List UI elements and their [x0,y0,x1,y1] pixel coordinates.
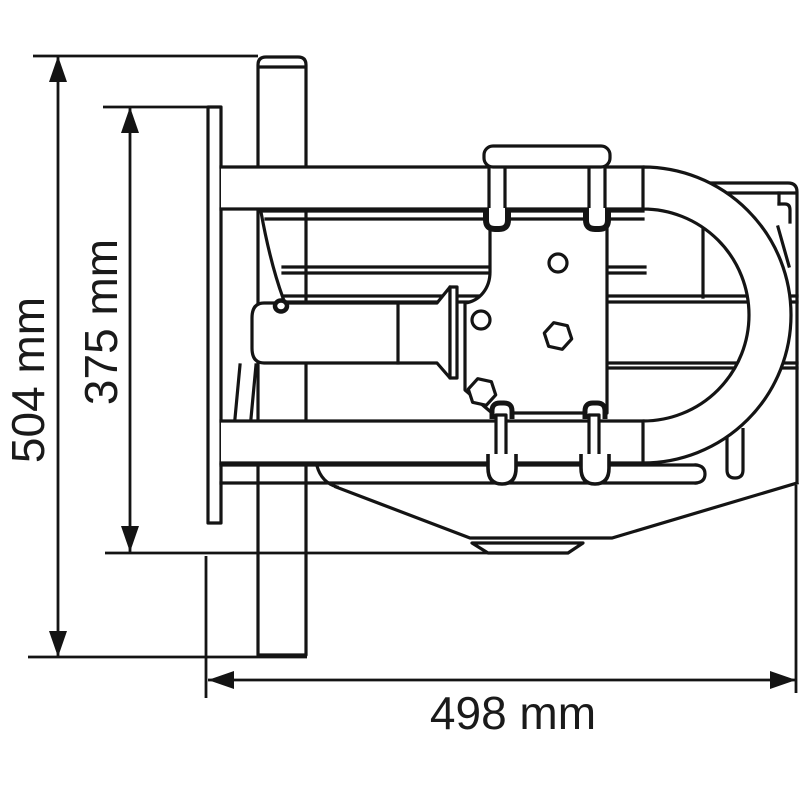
bowl-far-rim-and-right-wall [638,181,799,484]
u-bolt-bottom [486,400,611,486]
bottom-tube [219,419,645,465]
bowl-left-lip [259,210,286,301]
u-bolt-bottom-right-cap [579,454,611,486]
hex-nut-upper [542,321,574,351]
dimension-overall-height: 504 mm [2,54,307,659]
bottom-tube-fill [221,421,643,463]
valve-cylinder [250,285,459,380]
bowl-underside [333,481,799,540]
top-tube-fill [221,167,643,209]
mounting-plate [463,207,609,415]
arrowhead-down [121,526,139,552]
valve-flange [448,285,459,380]
dimension-plate-height: 375 mm [75,105,489,555]
bowl-right-tab [725,428,745,480]
grease-nipple [272,298,290,314]
bowl-front-rim [259,209,645,301]
arrowhead-right [770,671,796,689]
u-bolt-bottom-left-cap [486,454,518,486]
dimension-label-plate-height: 375 mm [75,239,127,405]
dimension-label-overall-height: 504 mm [2,297,54,463]
bowl-foot [470,541,585,555]
bowl-lower-lip [315,464,339,489]
u-bolt-top [482,144,612,232]
u-bolt-top-bridge [482,144,612,169]
u-bend [641,165,793,465]
dimension-label-overall-depth: 498 mm [430,687,596,739]
wall-plate [206,105,223,525]
arrowhead-left [208,671,234,689]
dimension-overall-depth: 498 mm [204,485,798,739]
plate-hole-lower [470,309,492,331]
hex-nut-lower [466,377,498,407]
arrowhead-up [121,107,139,133]
bowl-lower-rim [219,463,698,485]
bowl-inner-step-3 [604,361,799,370]
arrowhead-down [49,631,67,657]
plate-hole-upper [547,252,569,274]
u-bolt-top-right-nut [583,208,611,232]
u-bolt-top-left-nut [483,208,511,232]
bowl-rim-step [777,202,792,224]
arrowhead-up [49,56,67,82]
